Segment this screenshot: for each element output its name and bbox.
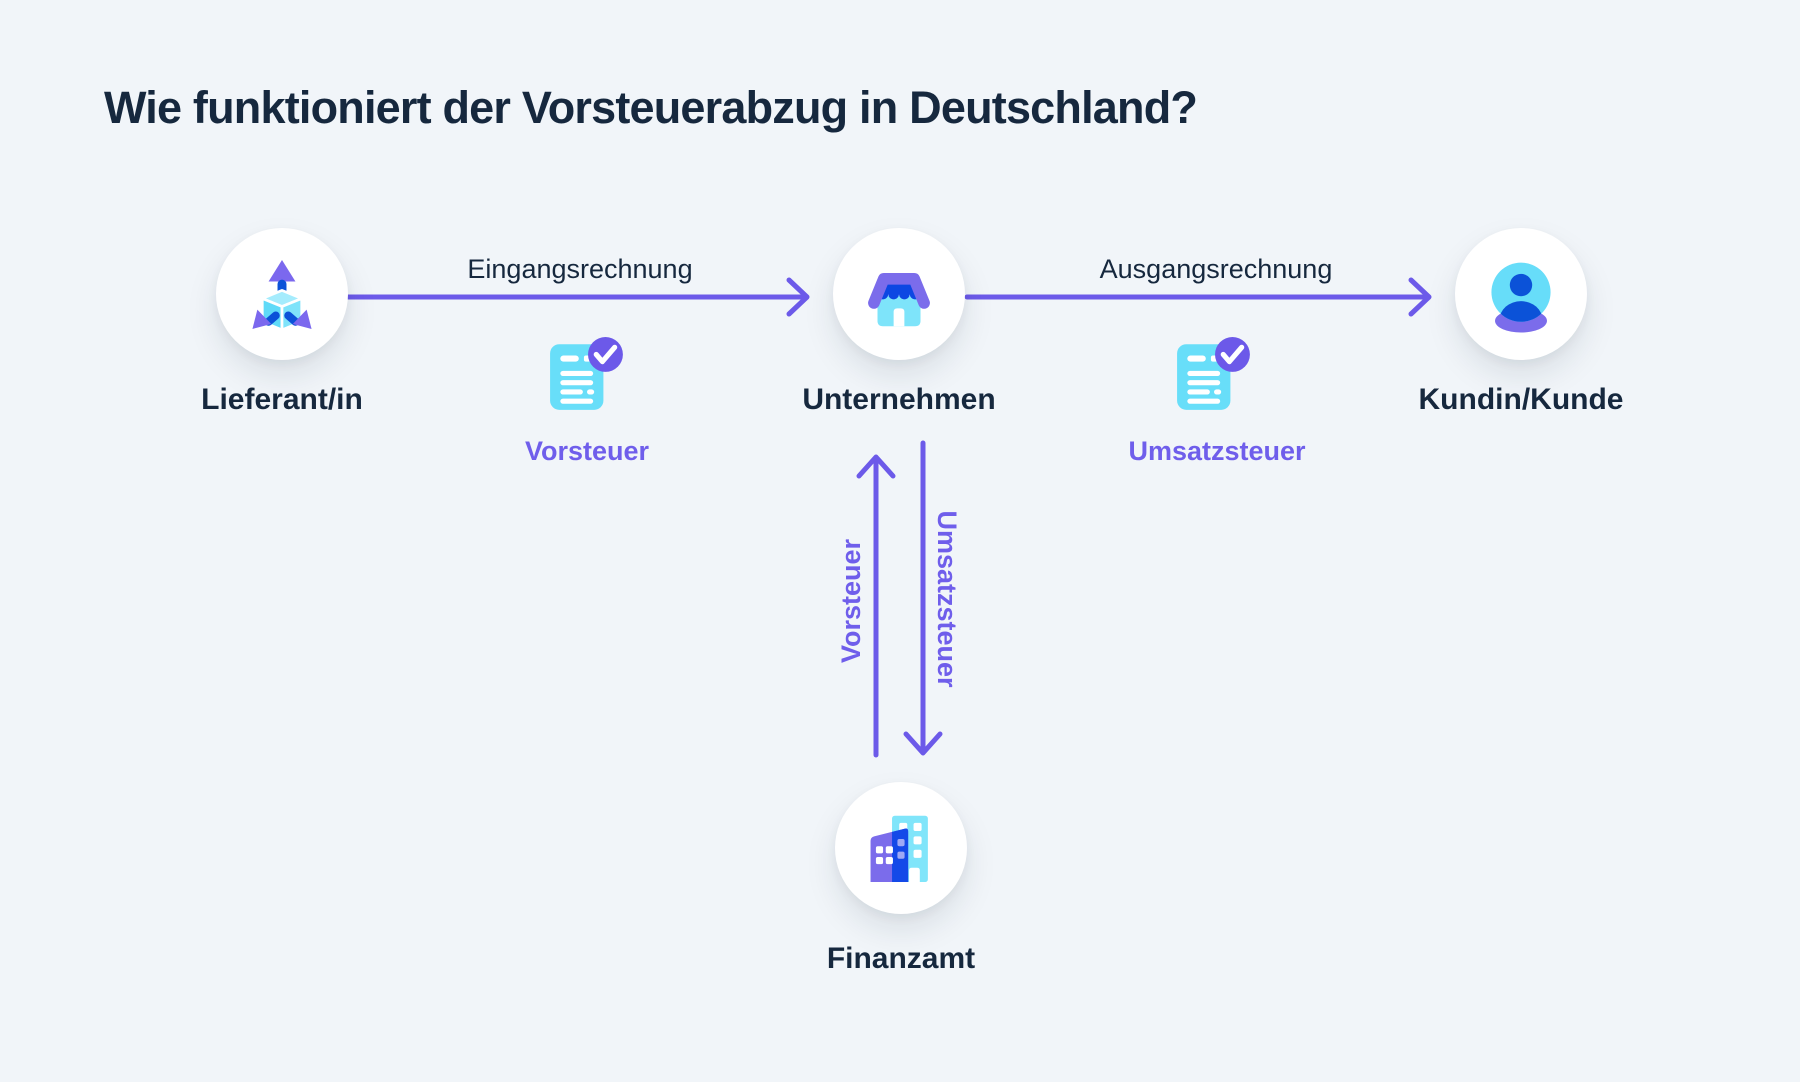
- node-lieferant: Lieferant/in: [201, 228, 363, 416]
- storefront-icon: [868, 272, 930, 327]
- flow-label-eingangsrechnung: Eingangsrechnung: [467, 254, 693, 284]
- node-circle-finanzamt: [835, 782, 967, 914]
- node-finanzamt: Finanzamt: [827, 782, 975, 975]
- node-label-kunde: Kundin/Kunde: [1418, 383, 1624, 416]
- package-distribute-icon: [252, 259, 312, 332]
- invoice-check-icon: [550, 337, 623, 410]
- document-umsatzsteuer: Umsatzsteuer: [1128, 336, 1306, 466]
- page-title: Wie funktioniert der Vorsteuerabzug in D…: [104, 82, 1198, 133]
- arrow-umsatzsteuer-down-head: [903, 731, 943, 756]
- arrow-eingangsrechnung-head: [786, 277, 810, 317]
- node-circle-lieferant: [216, 228, 348, 360]
- arrow-ausgangsrechnung-head: [1408, 277, 1432, 317]
- document-vorsteuer: Vorsteuer: [525, 336, 649, 466]
- node-kunde: Kundin/Kunde: [1419, 228, 1623, 416]
- person-icon: [1491, 262, 1551, 333]
- document-label-umsatzsteuer: Umsatzsteuer: [1128, 436, 1306, 466]
- node-circle-unternehmen: [833, 228, 965, 360]
- node-label-lieferant: Lieferant/in: [201, 383, 363, 416]
- flow-label-ausgangsrechnung: Ausgangsrechnung: [1099, 254, 1333, 284]
- node-circle-kunde: [1455, 228, 1587, 360]
- node-label-unternehmen: Unternehmen: [802, 383, 996, 416]
- buildings-icon: [870, 815, 928, 883]
- document-label-vorsteuer: Vorsteuer: [524, 436, 650, 466]
- node-unternehmen: Unternehmen: [802, 228, 996, 416]
- node-label-finanzamt: Finanzamt: [826, 942, 976, 975]
- flow-label-vorsteuer-vertical: Vorsteuer: [836, 538, 866, 664]
- invoice-check-icon: [1177, 337, 1250, 410]
- flow-label-umsatzsteuer-vertical: Umsatzsteuer: [932, 510, 962, 688]
